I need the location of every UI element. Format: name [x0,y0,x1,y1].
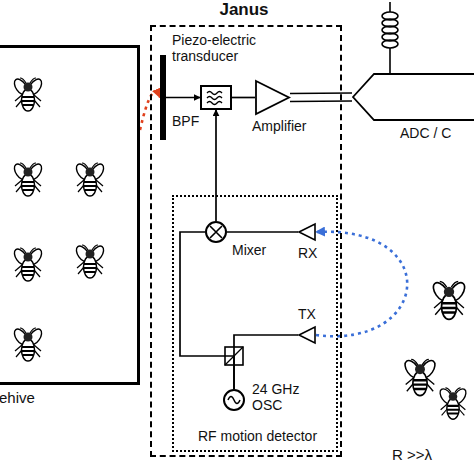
adc-outline [352,73,474,121]
amplifier-triangle [255,80,290,115]
node-label: Piezo-electric transducer [172,32,272,64]
node-label: Mixer [232,242,266,258]
differential-wire-line [290,92,352,94]
signal-wire-line [215,110,217,221]
piezo-transducer: Piezo-electric transducer [160,55,166,140]
node-label: Janus [150,0,338,20]
adc-block: ADC / C [352,73,474,121]
antenna-symbol [298,326,316,344]
oscillator-symbol: 24 GHz OSC [223,389,245,411]
mixer-symbol: Mixer [205,221,227,243]
differential-wire [290,93,352,102]
module-boundary: JanusPiezo-electric transducerBPFAmplifi… [150,25,342,457]
sine-wave [225,391,243,409]
node-label: ADC / C [400,125,451,141]
amplifier-symbol: Amplifier [255,80,290,115]
signal-wire [227,232,298,233]
node-label: BPF [172,113,199,129]
signal-wire [166,97,200,98]
signal-wire [216,110,217,221]
hive-bees [12,77,107,361]
flying-bees [402,280,468,419]
node-label: 24 GHz OSC [252,381,312,413]
node-label: RX [298,245,317,261]
lo-wire [234,335,298,389]
node-label: Amplifier [252,118,306,134]
range-note: R >>λ [392,446,432,463]
signal-wire-line [232,97,255,99]
lo-wire-line [180,232,234,389]
detector-boundary: RF motion detectorMixerRXTX24 GHz OSC [172,195,338,452]
lo-wire [180,232,234,389]
signal-wire [232,97,255,98]
radar-echo-arrow-line [316,232,407,337]
mixer-cross [207,223,225,241]
rx-antenna: RX [298,223,316,241]
lo-wire-line [234,335,298,389]
beehive-outline: ehive [0,45,140,385]
filter-box: BPF [200,85,232,110]
signal-wire-line [227,231,298,233]
antenna-symbol [298,223,316,241]
radar-echo-arrow [316,232,407,337]
node-label: TX [298,306,316,322]
filter-symbol [202,87,230,108]
tx-antenna: TX [298,326,316,344]
node-label: ehive [0,389,35,407]
coil-antenna [382,2,398,73]
differential-wire-line [290,100,352,102]
signal-wire-line [166,97,200,99]
node-label: RF motion detector [198,428,317,444]
